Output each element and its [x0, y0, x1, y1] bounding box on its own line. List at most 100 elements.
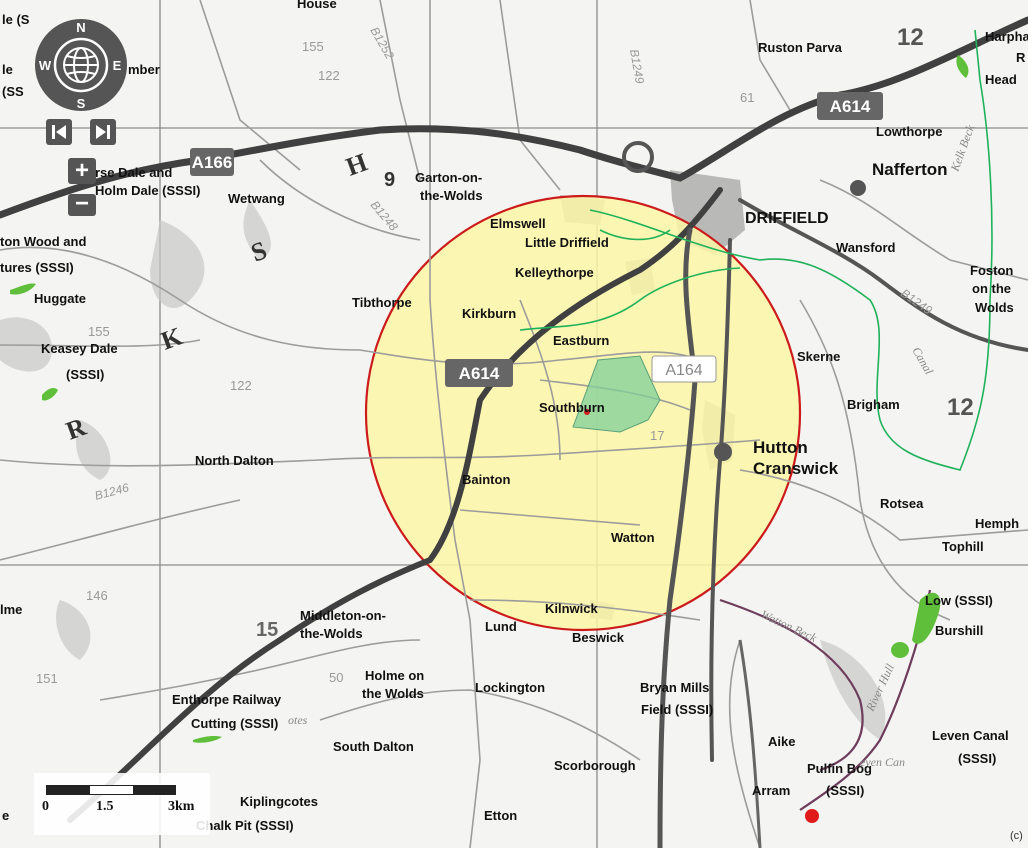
southburn-sssi-polygon[interactable] [572, 355, 661, 433]
scale-tick-1: 1.5 [96, 799, 114, 814]
place-label: Field (SSSI) [641, 702, 713, 717]
place-label: Hutton [753, 438, 808, 457]
place-label: Huggate [34, 291, 86, 306]
place-label: Holme on [365, 668, 424, 683]
place-label: Bainton [462, 472, 510, 487]
road-label: B1252 [367, 25, 397, 62]
place-label: on the [972, 281, 1011, 296]
scale-tick-0: 0 [42, 799, 49, 814]
place-label: Arram [752, 783, 790, 798]
road-label: B1249 [898, 286, 935, 318]
skip-forward-icon [96, 125, 110, 139]
place-label: Wetwang [228, 191, 285, 206]
scale-segment [47, 786, 90, 794]
place-label: North Dalton [195, 453, 274, 468]
place-label: Cranswick [753, 459, 839, 478]
globe-icon [63, 47, 99, 83]
pulfin-bog-marker[interactable] [805, 809, 819, 823]
place-label: Cutting (SSSI) [191, 716, 278, 731]
place-label: South Dalton [333, 739, 414, 754]
place-label: (SSSI) [66, 367, 104, 382]
spot-height: 122 [230, 378, 252, 393]
place-label: Eastburn [553, 333, 609, 348]
place-label: Pulfin Bog [807, 761, 872, 776]
place-label: Kilnwick [545, 601, 599, 616]
place-label: even Can [860, 755, 905, 769]
place-label: Low (SSSI) [925, 593, 993, 608]
place-label: Watton [611, 530, 655, 545]
spot-height: 122 [318, 68, 340, 83]
place-label: Aike [768, 734, 795, 749]
place-label: Holm Dale (SSSI) [95, 183, 200, 198]
compass-rotate-control[interactable]: N E S W [32, 16, 130, 114]
place-label: (SS [2, 84, 24, 99]
scale-segment [133, 786, 176, 794]
place-label: Southburn [539, 400, 605, 415]
place-label: Elmswell [490, 216, 546, 231]
place-label: Watton Beck [759, 607, 820, 645]
place-label: (SSSI) [826, 783, 864, 798]
place-label: Wansford [836, 240, 896, 255]
watercourses [519, 29, 993, 471]
road-label: A614 [830, 97, 871, 116]
roundabout-marker [622, 141, 654, 173]
place-labels: Ruston Parva Harpham Lowthorpe Nafferton… [0, 29, 1028, 833]
place-label: Tophill [942, 539, 984, 554]
next-extent-button[interactable] [90, 119, 116, 145]
road-label: A614 [459, 364, 500, 383]
place-label: tures (SSSI) [0, 260, 74, 275]
road-shield-a614-center: A614 [445, 359, 513, 387]
map-letter: H [342, 147, 371, 181]
village-dots [714, 180, 866, 461]
place-label: Kirkburn [462, 306, 516, 321]
grid-number: 12 [897, 24, 924, 51]
place-label: DRIFFIELD [745, 210, 829, 227]
grid-number: 12 [947, 394, 974, 421]
map-letter: K [157, 321, 187, 355]
place-label: Enthorpe Railway [172, 692, 282, 707]
place-label: le [2, 62, 13, 77]
place-label: House [297, 0, 337, 11]
place-label: Middleton-on- [300, 608, 386, 623]
spot-height: 155 [302, 39, 324, 54]
place-label: (SSSI) [958, 751, 996, 766]
place-label: Head [985, 72, 1017, 87]
compass-north: N [76, 20, 85, 35]
map-letter: R [62, 412, 90, 446]
place-label: Harpham [985, 29, 1028, 44]
zoom-out-button[interactable]: − [68, 192, 96, 216]
spot-height: 50 [329, 670, 343, 685]
place-label: Kelleythorpe [515, 265, 594, 280]
place-label: Hemph [975, 516, 1019, 531]
place-label: Kelk Beck [947, 122, 977, 174]
place-label: Canal [909, 345, 936, 378]
place-label: Little Driffield [525, 235, 609, 250]
red-location-marker[interactable] [584, 409, 590, 415]
place-label: otes [288, 713, 308, 727]
place-label: Nafferton [872, 160, 948, 179]
grid-number: 9 [384, 169, 395, 191]
place-label: Tibthorpe [352, 295, 412, 310]
place-label: Scorborough [554, 758, 636, 773]
previous-extent-button[interactable] [46, 119, 72, 145]
place-label: Beswick [572, 630, 625, 645]
place-label: Kiplingcotes [240, 794, 318, 809]
place-label: Etton [484, 808, 517, 823]
road-shield-a166: A166 [190, 148, 234, 176]
copyright-notice: (c) [1010, 830, 1023, 842]
place-label: ton Wood and [0, 234, 86, 249]
sssi-areas [10, 55, 969, 743]
place-label: mber [128, 62, 160, 77]
spot-height: 155 [88, 324, 110, 339]
zoom-in-button[interactable]: + [68, 158, 96, 184]
road-label: B1246 [93, 480, 130, 503]
spot-height: 146 [86, 588, 108, 603]
road-label: A166 [192, 153, 233, 172]
place-label: Bryan Mills [640, 680, 709, 695]
place-label: the-Wolds [420, 188, 483, 203]
place-label: Brigham [847, 397, 900, 412]
road-label: A164 [665, 362, 702, 379]
place-label: Rotsea [880, 496, 924, 511]
